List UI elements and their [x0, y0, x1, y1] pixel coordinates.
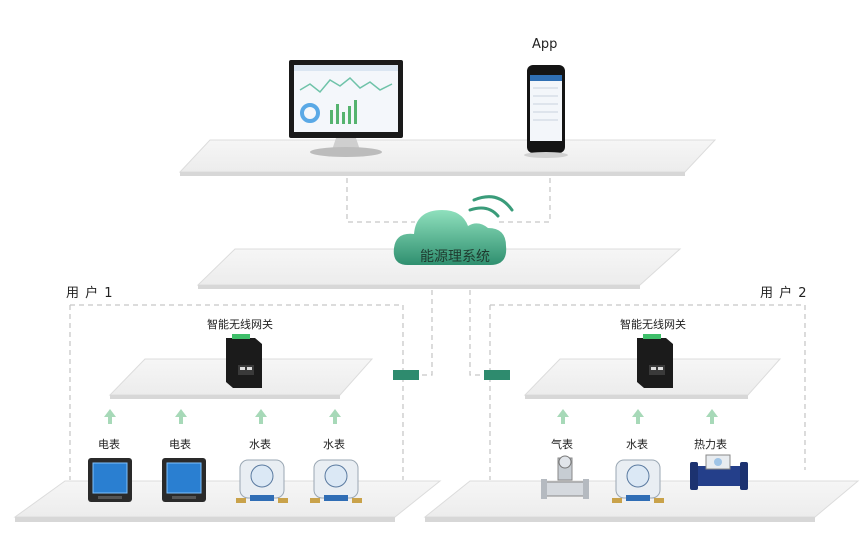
platform-user2-gateway-edge — [525, 395, 748, 399]
platform-top-edge — [180, 172, 685, 176]
user1-device-label: 水表 — [323, 438, 345, 451]
arrow-up-icon — [632, 409, 644, 424]
user1-device-label: 电表 — [169, 438, 191, 451]
gateway-user2-icon — [637, 334, 673, 388]
user1-gateway-label: 智能无线网关 — [207, 318, 273, 331]
dashed-link-user1 — [418, 290, 433, 376]
user1-device-label: 水表 — [249, 438, 271, 451]
user2-device-label: 水表 — [626, 438, 648, 451]
platforms — [13, 139, 860, 522]
user2-box-border — [490, 304, 806, 470]
phone-icon — [524, 65, 568, 158]
arrow-up-icon — [255, 409, 267, 424]
arrow-up-icon — [557, 409, 569, 424]
user1-box-border — [70, 304, 404, 480]
arrow-up-icon — [706, 409, 718, 424]
water-meter-icon — [612, 459, 664, 503]
user2-gateway-label: 智能无线网关 — [620, 318, 686, 331]
dashed-link-pc-cloud — [346, 178, 415, 223]
gateway-user1-icon — [226, 334, 262, 388]
platform-top — [178, 139, 717, 173]
platform-user2-devices-edge — [425, 517, 815, 522]
connector-user1 — [393, 370, 419, 380]
water-meter-icon — [310, 459, 362, 503]
heat-meter-icon — [690, 454, 748, 490]
electric-meter-icon — [88, 458, 132, 502]
platform-user1-devices-edge — [15, 517, 395, 522]
arrow-up-icon — [175, 409, 187, 424]
user1-device-label: 电表 — [98, 438, 120, 451]
arrows — [104, 409, 718, 424]
user2-device-label: 气表 — [551, 438, 573, 451]
user1-title: 用 户 1 — [66, 286, 114, 301]
electric-meter-icon — [162, 458, 206, 502]
user2-device-label: 热力表 — [694, 438, 727, 451]
arrow-up-icon — [104, 409, 116, 424]
water-meter-icon — [236, 459, 288, 503]
cloud-label: 能源理系统 — [420, 249, 490, 265]
cloud-icon — [393, 195, 514, 265]
dashed-link-user2 — [469, 290, 484, 376]
platform-user1-devices — [13, 480, 442, 518]
user2-title: 用 户 2 — [760, 286, 808, 301]
gas-meter-icon — [541, 455, 589, 499]
monitor-icon — [289, 60, 403, 157]
connector-user2 — [484, 370, 510, 380]
wifi-arc-outer-icon — [472, 195, 514, 212]
dashed-connections — [69, 178, 806, 480]
app-label: App — [532, 37, 558, 52]
platform-middle-edge — [198, 285, 640, 289]
arrow-up-icon — [329, 409, 341, 424]
wifi-arc-inner-icon — [468, 206, 500, 218]
platform-user1-gateway-edge — [110, 395, 340, 399]
